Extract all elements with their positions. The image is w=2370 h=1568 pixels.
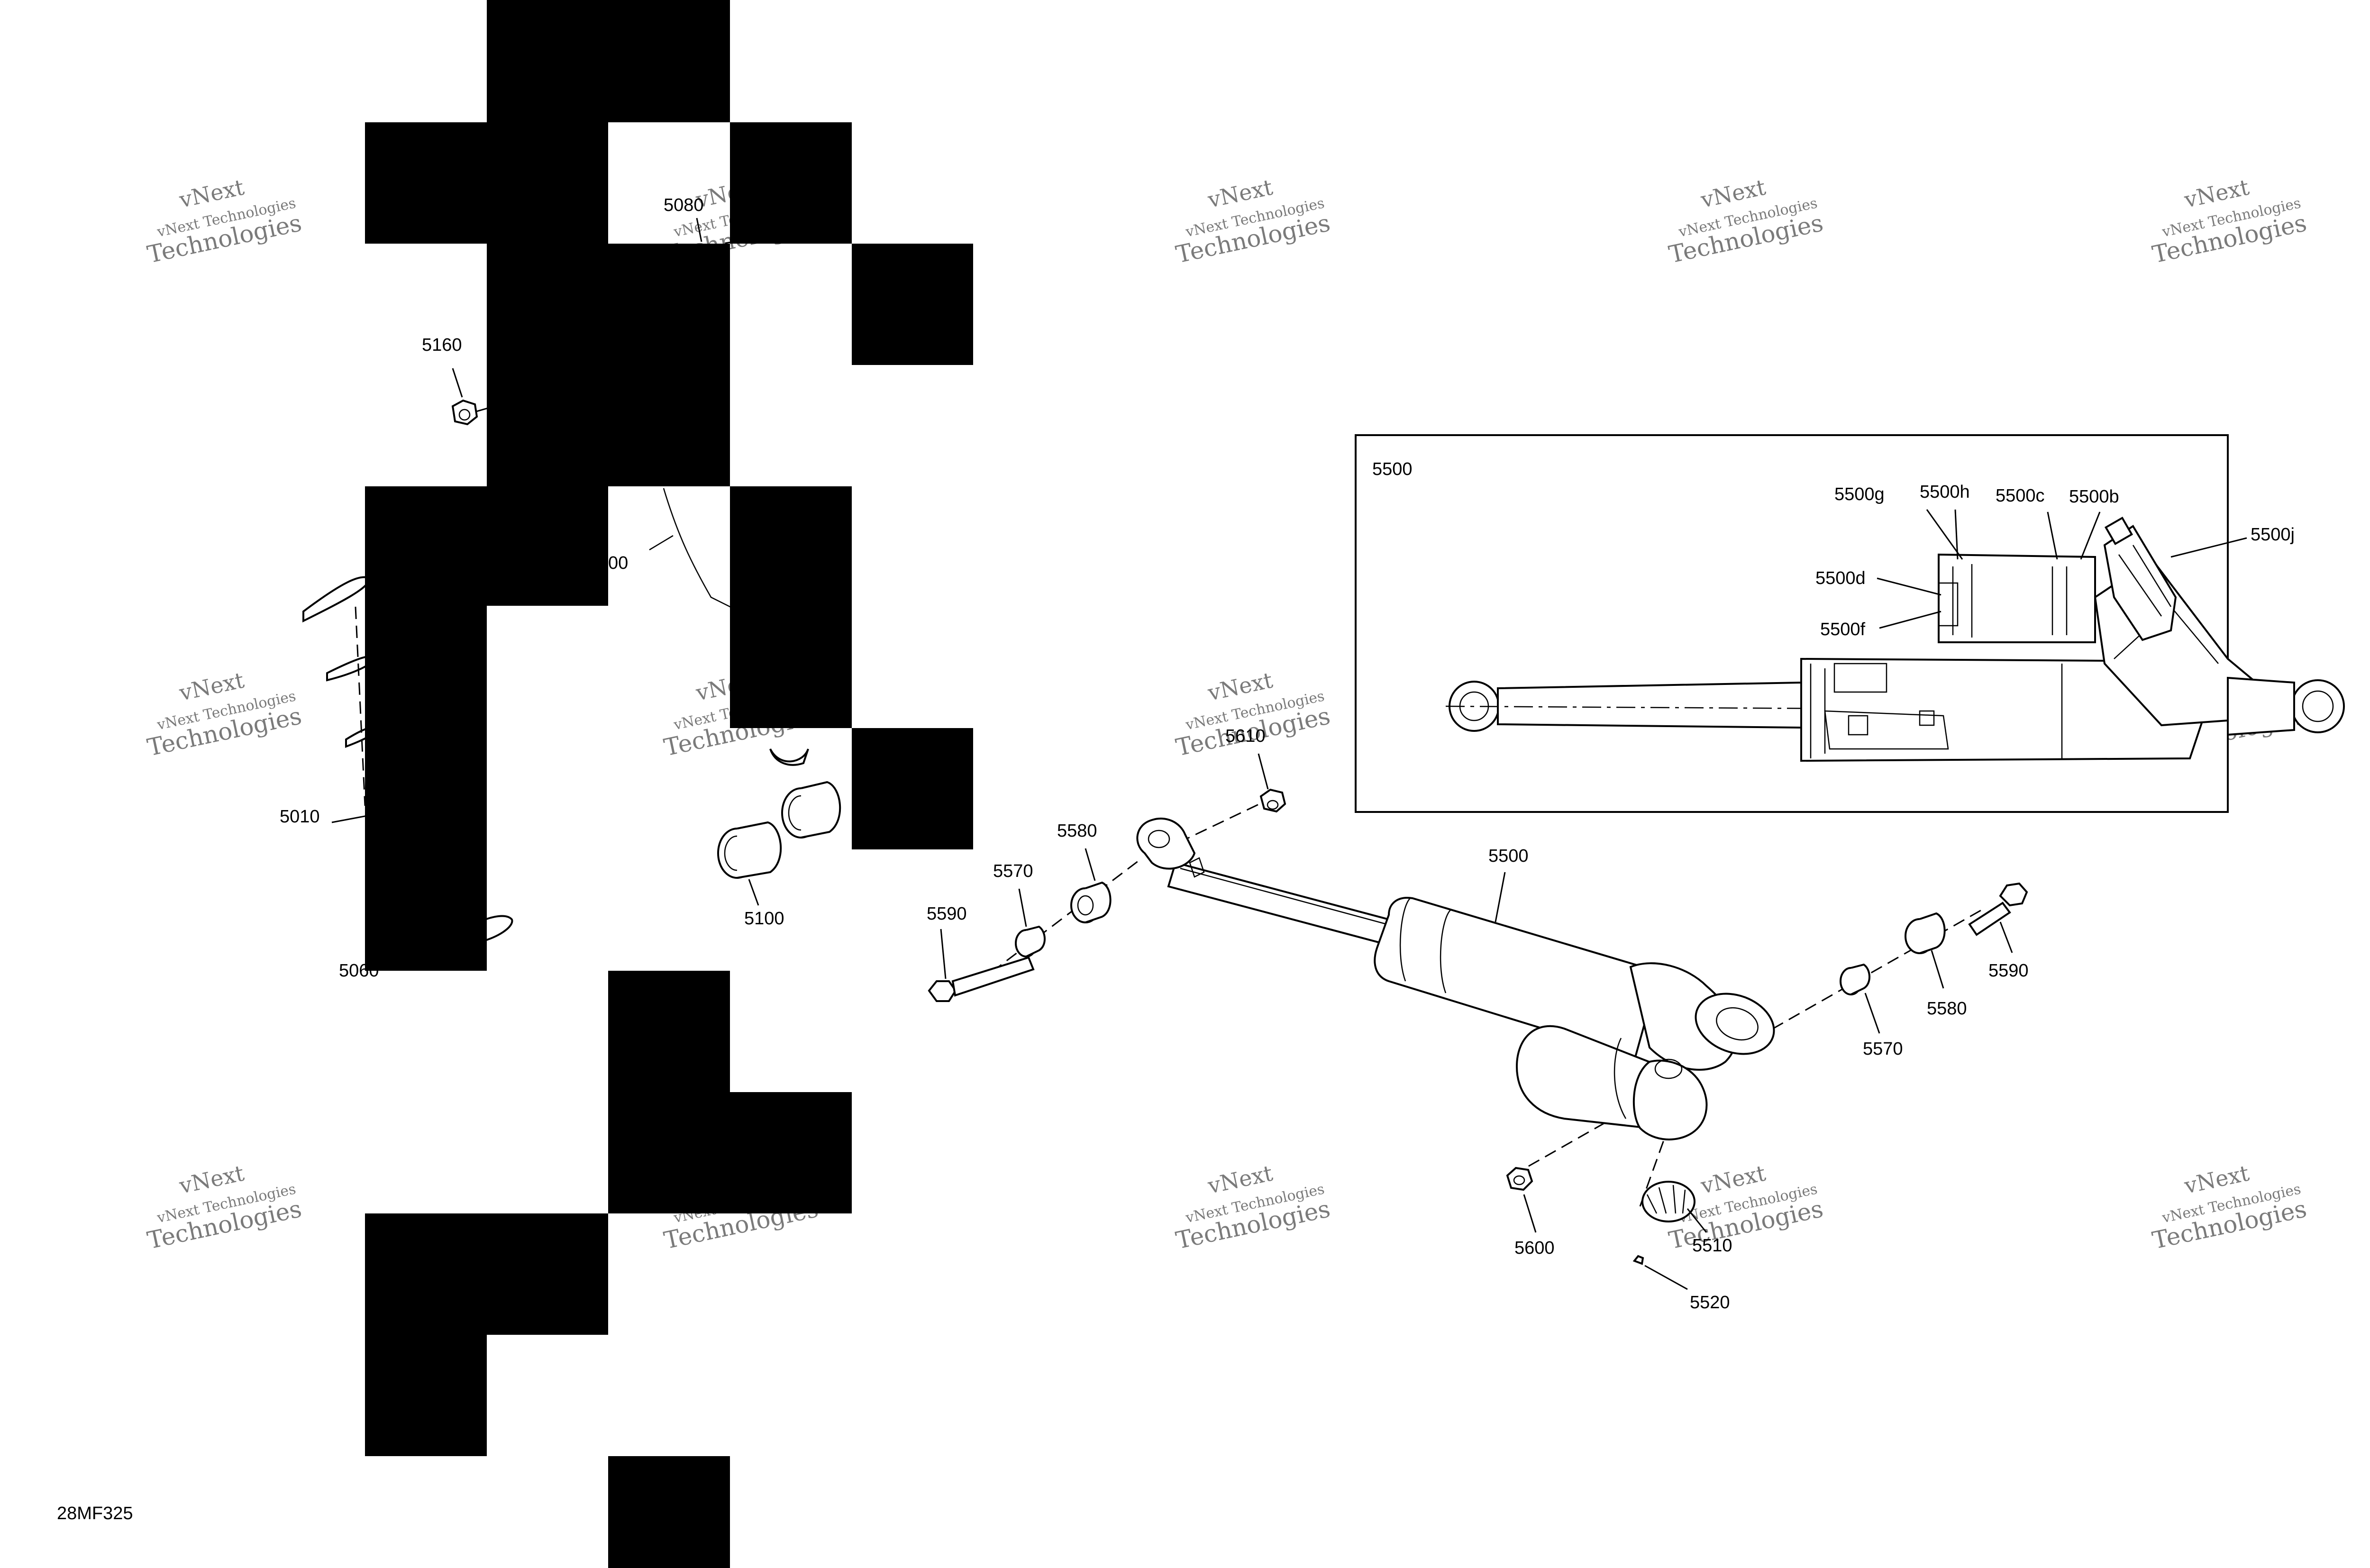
leader-5520 xyxy=(1644,1265,1688,1290)
callout-5520: 5520 xyxy=(1690,1293,1730,1313)
bolt-5590-right xyxy=(1968,882,2028,936)
leader-5500b xyxy=(2080,511,2101,560)
leader-5100 xyxy=(748,879,759,906)
callout-5610: 5610 xyxy=(1225,726,1266,746)
main-shock-assembly xyxy=(928,753,2028,1290)
callout-5080: 5080 xyxy=(664,195,704,215)
callout-labels: 5080 5160 00 5010 5100 5060 5610 5580 55… xyxy=(57,195,2029,1523)
callout-5060: 5060 xyxy=(339,961,379,981)
leader-5580-left xyxy=(1085,848,1096,881)
left-assembly xyxy=(302,0,973,1568)
callout-5010: 5010 xyxy=(280,807,320,827)
spacer-5570-left xyxy=(1015,925,1046,957)
callout-5160: 5160 xyxy=(422,335,462,355)
callout-5600: 5600 xyxy=(1514,1238,1555,1258)
callout-5570-left: 5570 xyxy=(993,861,1033,881)
bushing-5100 xyxy=(717,748,841,879)
diagram-id: 28MF325 xyxy=(57,1504,133,1523)
watermark: vNext vNext Technologies Technologies xyxy=(2150,174,2309,268)
leader-5500 xyxy=(1495,872,1506,922)
leader-5500d xyxy=(1877,577,1942,596)
screw-5520 xyxy=(1632,1255,1644,1265)
leader-5080 xyxy=(696,218,702,242)
callout-5500j: 5500j xyxy=(2251,525,2295,545)
leader-5600 xyxy=(1523,1194,1537,1233)
nut-5610 xyxy=(1259,788,1286,813)
damper-body-left xyxy=(663,488,742,608)
callout-5590-right: 5590 xyxy=(1988,961,2029,981)
leader-5570-right xyxy=(1864,993,1880,1034)
leader-5160 xyxy=(452,368,463,398)
watermark: vNext vNext Technologies Technologies xyxy=(1174,174,1333,268)
watermark: vNext vNext Technologies Technologies xyxy=(145,667,304,761)
callout-5500: 5500 xyxy=(1488,846,1529,866)
inset-panel: 5500 xyxy=(1355,434,2345,813)
leader-5500j xyxy=(2170,537,2247,558)
leader-5500h xyxy=(1954,509,1959,560)
redaction-blocks xyxy=(365,0,973,1568)
callout-5510: 5510 xyxy=(1692,1236,1732,1256)
leader-5500c xyxy=(2047,511,2058,560)
leader-5500g xyxy=(1926,509,1963,560)
callout-5570-right: 5570 xyxy=(1863,1039,1903,1059)
callout-5500b: 5500b xyxy=(2069,487,2119,507)
piston-rod xyxy=(1167,861,1400,947)
leader-5590-left xyxy=(940,929,947,979)
spacer-5570-right xyxy=(1840,963,1870,995)
shock-body xyxy=(1374,897,1775,1140)
callout-5500h: 5500h xyxy=(1920,482,1970,502)
leader-5510 xyxy=(1686,1208,1707,1233)
callout-5500g: 5500g xyxy=(1834,484,1885,504)
upper-eye xyxy=(1136,817,1205,878)
callout-5500f: 5500f xyxy=(1820,620,1866,639)
leader-5570-left xyxy=(1018,888,1027,927)
bushing-5580-left xyxy=(1070,881,1112,923)
watermark: vNext vNext Technologies Technologies xyxy=(2150,1160,2309,1254)
callout-5580-right: 5580 xyxy=(1927,999,1967,1019)
bolt-5590-left xyxy=(928,956,1035,1002)
knob-5510 xyxy=(1641,1181,1695,1222)
watermark: vNext vNext Technologies Technologies xyxy=(1667,174,1826,268)
callout-5500d: 5500d xyxy=(1815,568,1866,588)
callout-5x00: 00 xyxy=(608,553,628,573)
callout-5500c: 5500c xyxy=(1996,486,2045,506)
leader-5610 xyxy=(1258,753,1269,790)
leader-5580-right xyxy=(1931,950,1944,989)
leader-5010 xyxy=(331,814,370,823)
nut-5600 xyxy=(1506,1167,1533,1191)
callout-5580-left: 5580 xyxy=(1057,821,1097,841)
leader-5500f xyxy=(1879,611,1942,629)
axis-upper-eye xyxy=(976,857,1143,985)
callout-5590-left: 5590 xyxy=(927,904,967,924)
leader-5590-right xyxy=(1999,921,2013,953)
bushing-5580-right xyxy=(1905,912,1946,954)
nut-5160 xyxy=(451,399,493,426)
watermark: vNext vNext Technologies Technologies xyxy=(1174,1160,1333,1254)
callout-5100: 5100 xyxy=(744,909,784,929)
inset-shock-section xyxy=(1445,516,2345,762)
axis-lower-nut xyxy=(1512,1075,1688,1176)
inset-title: 5500 xyxy=(1372,459,1413,479)
watermark: vNext vNext Technologies Technologies xyxy=(145,174,304,268)
watermark: vNext vNext Technologies Technologies xyxy=(145,1160,304,1254)
